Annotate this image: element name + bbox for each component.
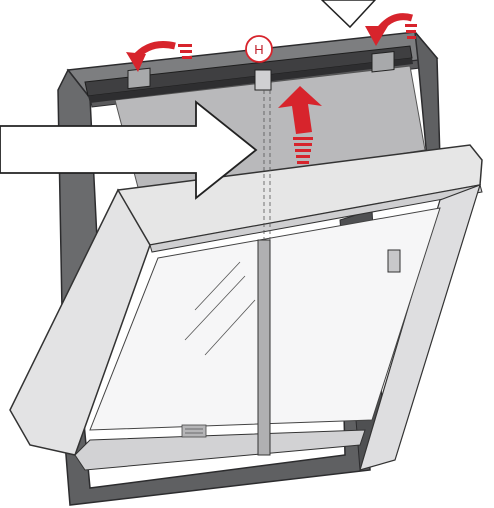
rotate-left-icon bbox=[126, 41, 192, 72]
guide-rod bbox=[257, 90, 271, 456]
push-arrow-icon bbox=[0, 100, 258, 200]
handle-marker-callout: H bbox=[245, 35, 273, 63]
rotate-right-icon bbox=[365, 13, 417, 46]
lift-up-arrow-icon bbox=[278, 86, 322, 164]
handle-marker-label: H bbox=[254, 42, 263, 57]
blind-top-rail bbox=[84, 45, 413, 103]
pointer-triangle-icon bbox=[320, 0, 377, 29]
